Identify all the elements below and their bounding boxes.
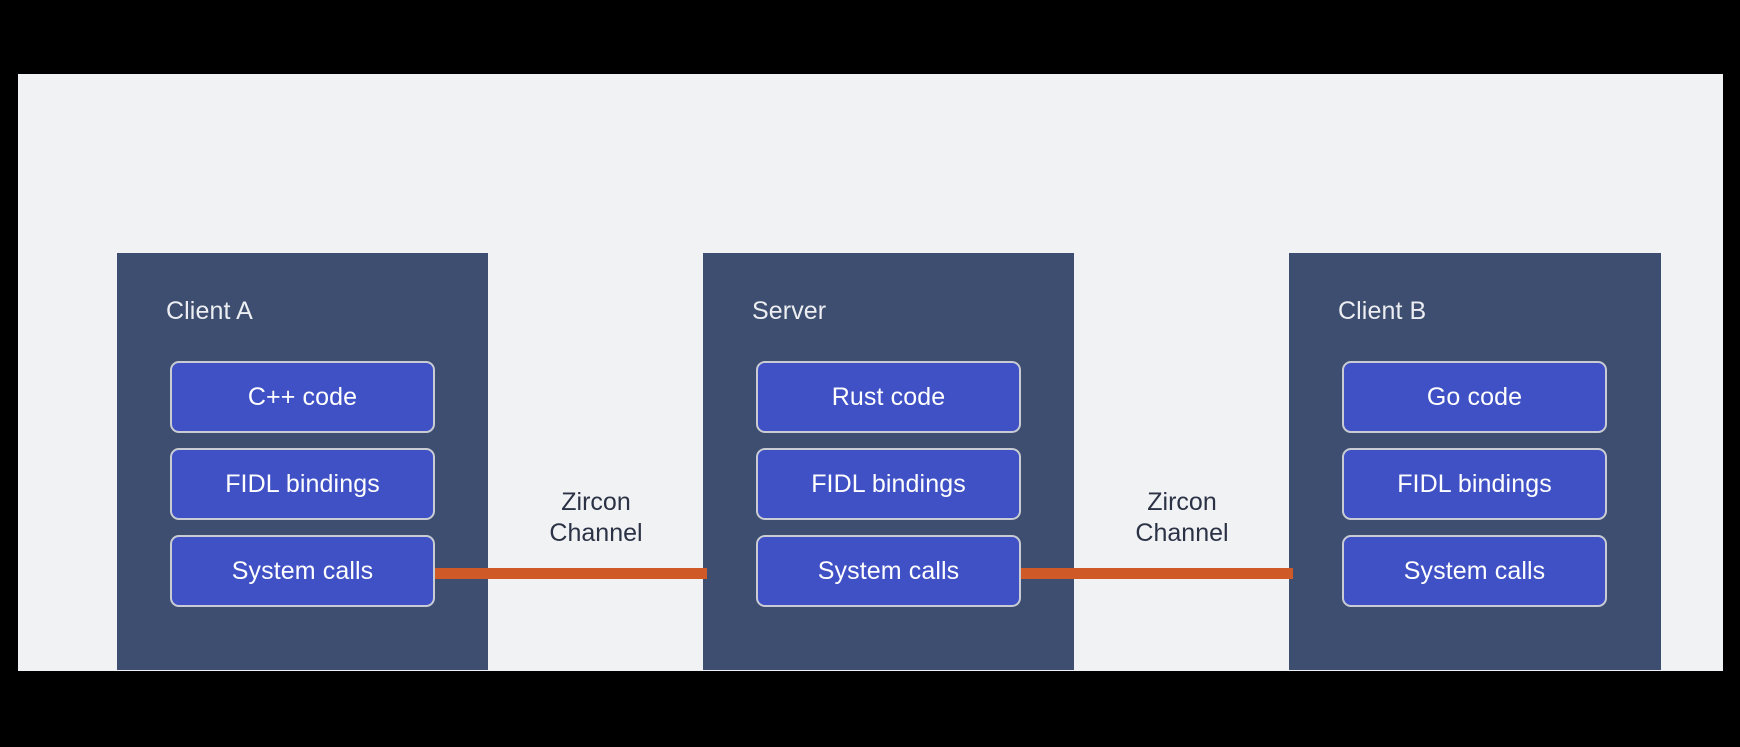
layer-label: System calls bbox=[817, 556, 960, 585]
process-client-b: Client B Go code FIDL bindings System ca… bbox=[1289, 253, 1661, 670]
channel-label-server-client-b: Zircon Channel bbox=[1082, 487, 1282, 549]
channel-label-line-1: Zircon bbox=[1147, 488, 1217, 516]
layer-server-system-calls[interactable]: System calls bbox=[756, 535, 1021, 607]
layer-client-a-fidl-bindings[interactable]: FIDL bindings bbox=[170, 448, 435, 520]
layer-label: Go code bbox=[1426, 382, 1523, 411]
channel-connector-server-client-b bbox=[1021, 568, 1293, 579]
process-server: Server Rust code FIDL bindings System ca… bbox=[703, 253, 1074, 670]
layer-client-a-system-calls[interactable]: System calls bbox=[170, 535, 435, 607]
layer-label: System calls bbox=[231, 556, 374, 585]
channel-label-line-2: Channel bbox=[549, 519, 643, 547]
layer-server-fidl-bindings[interactable]: FIDL bindings bbox=[756, 448, 1021, 520]
layer-label: FIDL bindings bbox=[811, 469, 966, 498]
layer-stack-client-b: Go code FIDL bindings System calls bbox=[1342, 361, 1607, 607]
channel-connector-client-a-server bbox=[435, 568, 707, 579]
layer-label: FIDL bindings bbox=[225, 469, 380, 498]
diagram-panel: Client A C++ code FIDL bindings System c… bbox=[18, 74, 1723, 671]
process-title-client-a: Client A bbox=[166, 297, 253, 325]
layer-client-b-go-code[interactable]: Go code bbox=[1342, 361, 1607, 433]
channel-label-line-1: Zircon bbox=[561, 488, 631, 516]
layer-stack-client-a: C++ code FIDL bindings System calls bbox=[170, 361, 435, 607]
layer-label: System calls bbox=[1403, 556, 1546, 585]
layer-stack-server: Rust code FIDL bindings System calls bbox=[756, 361, 1021, 607]
layer-client-b-system-calls[interactable]: System calls bbox=[1342, 535, 1607, 607]
layer-label: FIDL bindings bbox=[1397, 469, 1552, 498]
process-title-server: Server bbox=[752, 297, 827, 325]
process-client-a: Client A C++ code FIDL bindings System c… bbox=[117, 253, 488, 670]
channel-label-client-a-server: Zircon Channel bbox=[496, 487, 696, 549]
layer-server-rust-code[interactable]: Rust code bbox=[756, 361, 1021, 433]
layer-client-b-fidl-bindings[interactable]: FIDL bindings bbox=[1342, 448, 1607, 520]
layer-label: Rust code bbox=[831, 382, 946, 411]
layer-client-a-cpp-code[interactable]: C++ code bbox=[170, 361, 435, 433]
layer-label: C++ code bbox=[247, 382, 358, 411]
channel-label-line-2: Channel bbox=[1135, 519, 1229, 547]
process-title-client-b: Client B bbox=[1338, 297, 1427, 325]
